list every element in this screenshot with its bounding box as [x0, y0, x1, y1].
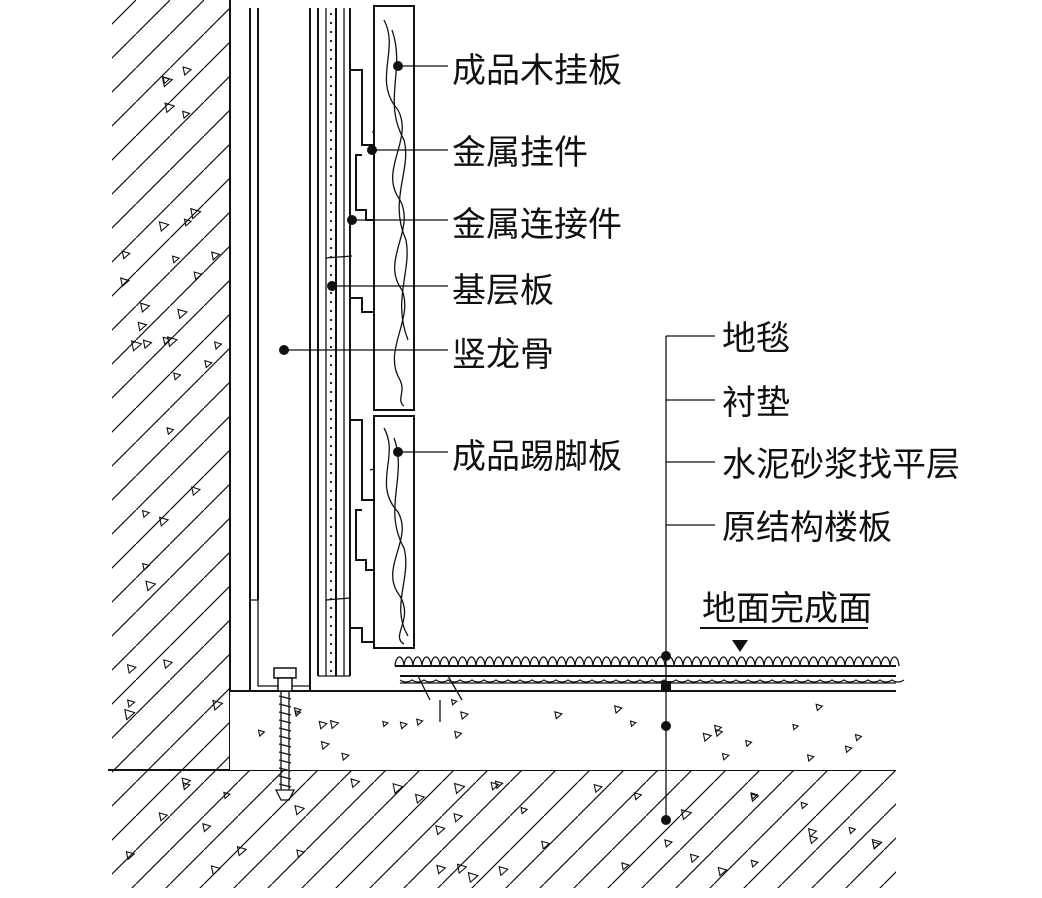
label-metal-hanger: 金属挂件 — [452, 133, 588, 173]
concrete-wall — [112, 0, 231, 770]
label-skirting-board: 成品踢脚板 — [452, 437, 622, 477]
label-wood-panel: 成品木挂板 — [452, 51, 622, 91]
label-cement-leveling: 水泥砂浆找平层 — [722, 445, 960, 485]
label-carpet: 地毯 — [722, 319, 790, 359]
wall-leaders — [279, 61, 448, 457]
carpet-gripper — [417, 675, 463, 722]
floor-leader — [661, 335, 715, 825]
label-metal-connector: 金属连接件 — [452, 205, 622, 245]
anchor-bolt — [273, 667, 297, 801]
label-vertical-keel: 竖龙骨 — [452, 335, 554, 375]
base-board — [317, 8, 351, 677]
labels: 成品木挂板 金属挂件 金属连接件 基层板 竖龙骨 成品踢脚板 地毯 衬垫 水泥砂… — [452, 51, 960, 629]
label-structural-slab: 原结构楼板 — [722, 508, 892, 548]
label-finished-floor: 地面完成面 — [702, 589, 872, 629]
cement-leveling-layer — [230, 690, 896, 770]
carpet-layer — [394, 656, 900, 667]
label-base-board: 基层板 — [452, 271, 554, 311]
structural-floor-slab — [108, 769, 896, 888]
finished-floor-marker — [700, 627, 868, 652]
label-underlay: 衬垫 — [722, 383, 790, 423]
underlay-layer — [399, 675, 905, 684]
wood-wall-panel — [373, 5, 415, 411]
